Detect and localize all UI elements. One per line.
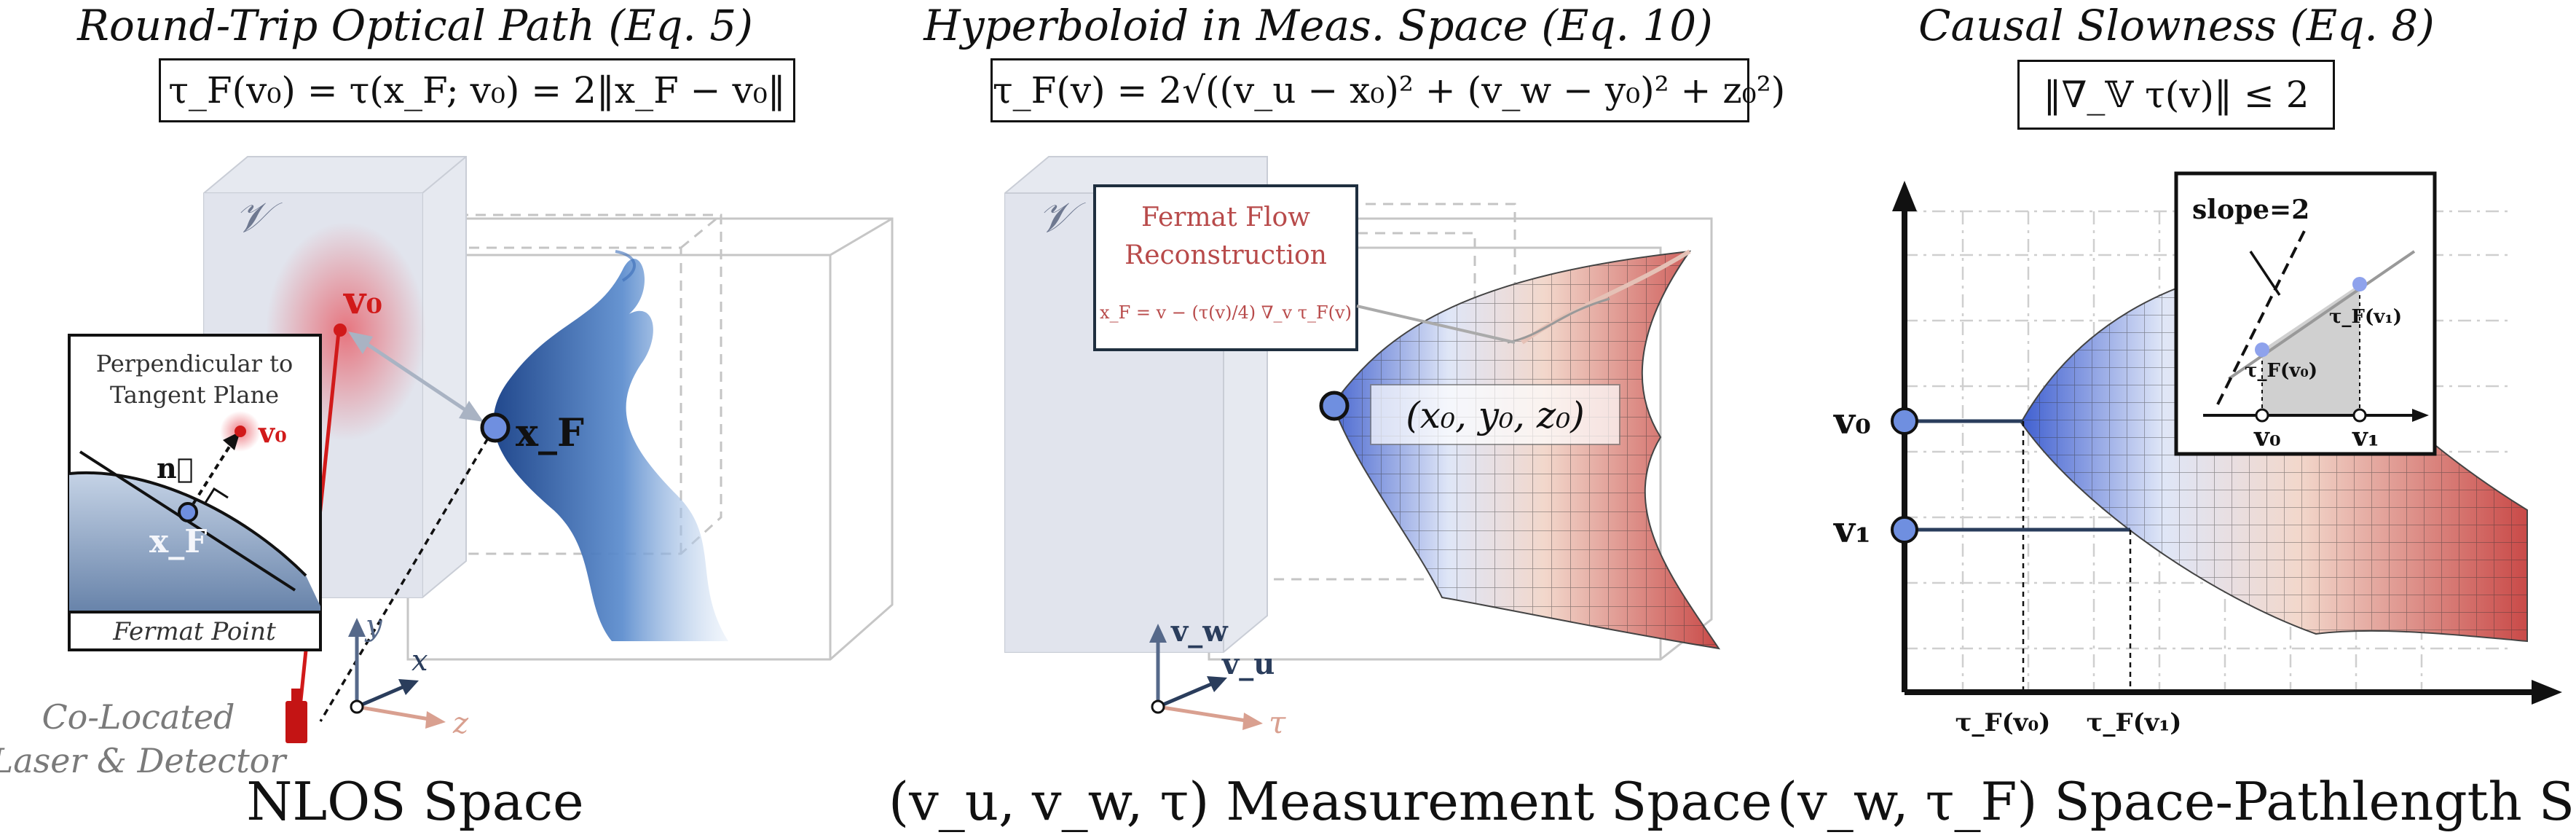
v1-marker xyxy=(1891,516,2132,692)
v1-axis-label: v₁ xyxy=(1833,508,1871,551)
inset-v0-label: v₀ xyxy=(258,416,287,449)
measurement-diagram: 𝒱 Fermat Flow Reconstruction x_F = v − (… xyxy=(1004,156,1721,740)
inset-tau-v1-label: τ_F(v₁) xyxy=(2329,306,2402,328)
equation-box: τ_F(v) = 2√((v_u − x₀)² + (v_w − y₀)² + … xyxy=(990,58,1785,122)
panel-space-pathlength: Causal Slowness (Eq. 8) ‖∇_𝕍 τ(v)‖ ≤ 2 xyxy=(1777,0,2576,835)
axis-vw-label: v_w xyxy=(1170,614,1229,648)
slice-diagram: v₀ v₁ τ_F(v₀) τ_F(v₁) slope=2 τ_F(v₁) τ_… xyxy=(1833,171,2562,737)
panel-nlos-space: Round-Trip Optical Path (Eq. 5) τ_F(v₀) … xyxy=(0,0,894,835)
equation-box: τ_F(v₀) = τ(x_F; v₀) = 2‖x_F − v₀‖ xyxy=(159,58,795,122)
panel-title: Causal Slowness (Eq. 8) xyxy=(1918,1,2435,50)
inset-title-line2: Tangent Plane xyxy=(110,381,279,409)
inset-xf-label: x_F xyxy=(149,523,207,560)
v0-label: v₀ xyxy=(343,278,382,323)
panel-caption: (v_w, τ_F) Space-Pathlength Slice xyxy=(1777,771,2576,832)
panel-caption: (v_u, v_w, τ) Measurement Space xyxy=(889,771,1773,832)
fermat-surface xyxy=(493,250,728,641)
inset-footer: Fermat Point xyxy=(112,617,276,646)
inset-title-line1: Perpendicular to xyxy=(96,350,294,377)
xf-label: x_F xyxy=(516,411,584,455)
tau-v0-label: τ_F(v₀) xyxy=(1955,708,2051,737)
inset-normal-label: n⃗ xyxy=(157,452,193,485)
inset-slope-label: slope=2 xyxy=(2192,195,2309,225)
apex-label: (x₀, y₀, z₀) xyxy=(1406,394,1585,436)
slope-inset xyxy=(2174,171,2437,456)
axis-tau-label: τ xyxy=(1269,705,1286,740)
tau-v1-label: τ_F(v₁) xyxy=(2087,708,2182,737)
v0-axis-label: v₀ xyxy=(1833,399,1871,442)
inset-tau-v0-label: τ_F(v₀) xyxy=(2245,360,2317,382)
apex-point-icon xyxy=(1319,391,1350,421)
panel-caption: NLOS Space xyxy=(246,771,584,832)
inset-v1-label: v₁ xyxy=(2352,422,2379,452)
laser-label-line1: Co-Located xyxy=(42,697,235,737)
axis-x-label: x xyxy=(411,644,428,678)
coordinate-axes xyxy=(1149,624,1263,730)
callout-equation: x_F = v − (τ(v)/4) ∇_v τ_F(v) xyxy=(1100,302,1352,323)
distance-arrow xyxy=(348,332,484,422)
inset-v0-label: v₀ xyxy=(2253,422,2281,452)
coordinate-axes xyxy=(348,618,446,729)
callout-line1: Fermat Flow xyxy=(1141,203,1310,232)
tangent-plane-inset xyxy=(68,334,322,651)
panel-title: Hyperboloid in Meas. Space (Eq. 10) xyxy=(923,1,1713,50)
return-path-dashed xyxy=(319,428,495,722)
fermat-flow-callout xyxy=(1093,184,1516,351)
axis-vu-label: v_u xyxy=(1221,647,1275,681)
panel-title: Round-Trip Optical Path (Eq. 5) xyxy=(77,1,753,50)
v0-point-icon xyxy=(334,324,347,337)
equation-box: ‖∇_𝕍 τ(v)‖ ≤ 2 xyxy=(2017,60,2335,130)
axis-y-label: y xyxy=(364,609,383,643)
slice-axes xyxy=(1892,181,2562,705)
v0-marker xyxy=(1891,407,2025,692)
laser-label-line2: Laser & Detector xyxy=(0,741,288,780)
hyperboloid-surface xyxy=(1331,249,1721,650)
xf-point-icon xyxy=(480,412,511,443)
nlos-diagram: 𝒱 v₀ x_F xyxy=(0,156,894,780)
panel-measurement-space: Hyperboloid in Meas. Space (Eq. 10) τ_F(… xyxy=(889,0,1785,835)
axis-z-label: z xyxy=(452,707,469,740)
laser-device-icon xyxy=(285,689,307,743)
apex-label-box xyxy=(1370,384,1620,445)
callout-line2: Reconstruction xyxy=(1124,240,1327,270)
